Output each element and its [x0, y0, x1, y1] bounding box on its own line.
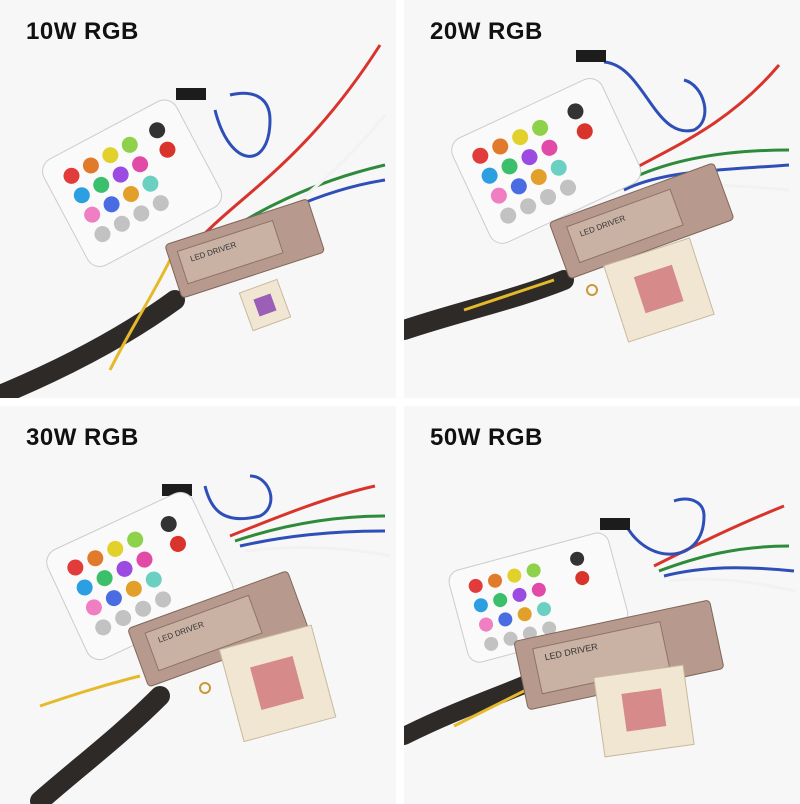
product-photo-50w: LED DRIVER [404, 497, 797, 758]
panel-title-20w: 20W RGB [430, 18, 543, 45]
product-photo-30w: LED DRIVER [30, 474, 391, 804]
product-panel-10w: LED DRIVER 10W RGB [0, 0, 396, 398]
product-photo-10w: LED DRIVER [0, 44, 387, 398]
panel-title-10w: 10W RGB [26, 18, 139, 45]
product-panel-30w: LED DRIVER 30W RGB [0, 406, 396, 804]
panel-title-50w: 50W RGB [430, 424, 543, 451]
product-photo-20w: LED DRIVER [404, 50, 790, 343]
product-panel-20w: LED DRIVER 20W RGB [404, 0, 800, 398]
grid-divider-horizontal [0, 398, 800, 406]
product-panel-50w: LED DRIVER 50W RGB [404, 406, 800, 804]
panel-title-30w: 30W RGB [26, 424, 139, 451]
